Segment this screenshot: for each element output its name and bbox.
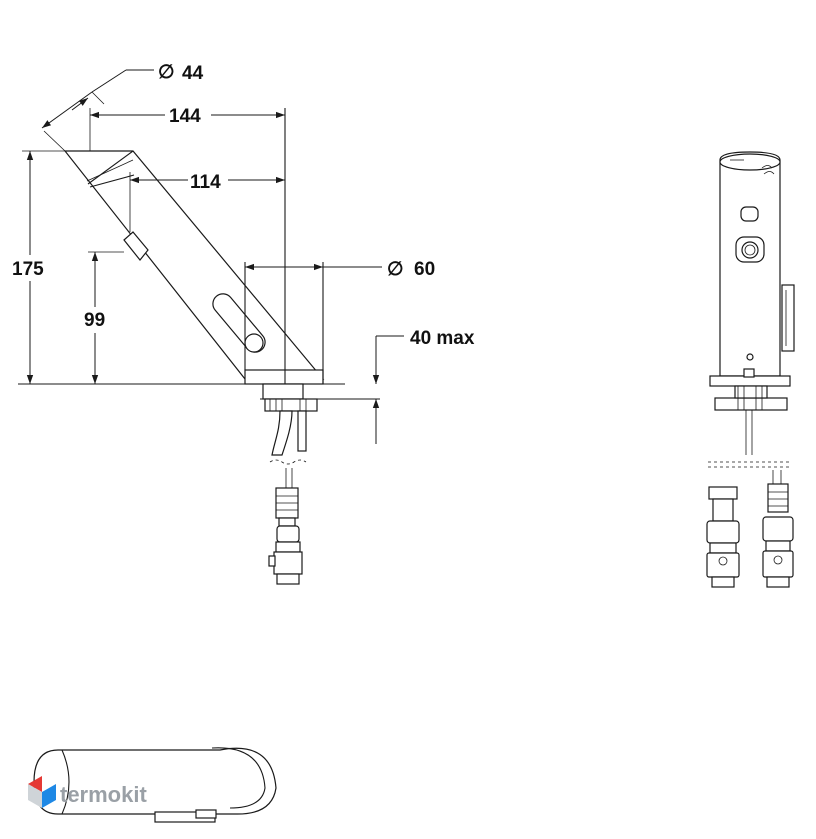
- diameter-symbol-60: ∅: [387, 259, 404, 280]
- mounting-nut: [264, 398, 318, 412]
- logo-red-icon: [28, 776, 42, 792]
- termokit-watermark: termokit: [28, 776, 147, 808]
- hex-nut-left: [706, 520, 740, 544]
- aerator: [123, 231, 149, 261]
- watermark-text: termokit: [60, 782, 147, 807]
- mounting-bracket-front: [714, 397, 788, 411]
- valve-body: [273, 551, 303, 575]
- top-view: [33, 747, 277, 823]
- dim-label-diameter-60: 60: [414, 259, 435, 280]
- diameter-symbol-44: ∅: [158, 62, 175, 83]
- sensor-window-front: [740, 206, 759, 222]
- logo-blue-icon: [42, 784, 56, 808]
- dim-label-40-max: 40 max: [410, 328, 475, 349]
- front-view: [706, 151, 795, 588]
- base-plate: [244, 369, 324, 385]
- dim-label-99: 99: [84, 310, 105, 331]
- hex-nut: [276, 525, 300, 543]
- faucet-body-front: [719, 151, 781, 377]
- dim-label-diameter-44: 44: [182, 63, 204, 84]
- dim-label-144: 144: [169, 106, 201, 127]
- hose-connector-right: [767, 483, 789, 513]
- side-view: [18, 108, 380, 585]
- side-view-dimensions: ∅ 44 144 114 ∅ 60 175 99 40 max: [8, 62, 475, 444]
- dim-label-114: 114: [190, 172, 221, 193]
- sensor-eye: [244, 333, 264, 353]
- dim-label-175: 175: [12, 259, 44, 280]
- side-lever: [781, 284, 795, 352]
- hex-nut-right: [762, 516, 794, 542]
- faucet-body-top: [33, 747, 277, 815]
